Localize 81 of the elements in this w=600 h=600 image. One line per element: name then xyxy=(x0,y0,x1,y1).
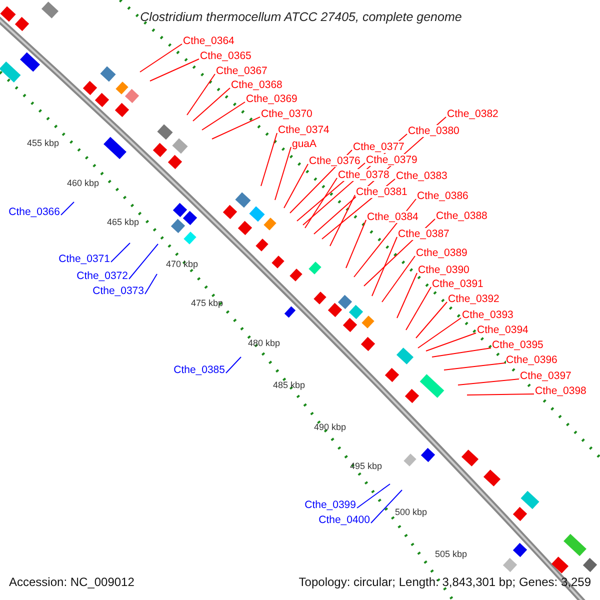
scale-tick-label: 460 kbp xyxy=(67,178,100,189)
gene-label: Cthe_0395 xyxy=(492,339,544,351)
leader-line xyxy=(226,356,242,374)
leader-line xyxy=(284,164,308,208)
scale-tick-label: 490 kbp xyxy=(314,422,346,433)
leader-line xyxy=(396,272,418,318)
leader-line xyxy=(150,58,200,82)
leader-line xyxy=(192,88,230,122)
gene-label: Cthe_0387 xyxy=(398,228,450,240)
scale-tick-label: 505 kbp xyxy=(435,549,468,560)
footer-text: Topology: circular; Length: 3,843,301 bp; Genes: 3,259 xyxy=(298,575,591,589)
scale-tick-label: 470 kbp xyxy=(166,259,198,270)
gene-label: Cthe_0378 xyxy=(338,169,390,181)
gene-label: Cthe_0400 xyxy=(318,514,370,526)
leader-line xyxy=(110,242,130,262)
leader-line xyxy=(418,318,462,348)
leader-line xyxy=(140,44,182,72)
gene-label: Cthe_0379 xyxy=(366,154,418,166)
leader-line xyxy=(406,286,432,330)
diagram-title: Clostridium thermocellum ATCC 27405, complete genome xyxy=(139,11,463,23)
scale-tick-label: 480 kbp xyxy=(248,338,280,349)
leader-line xyxy=(212,116,260,140)
gene-label: Cthe_0364 xyxy=(183,35,234,47)
gene-label: Cthe_0382 xyxy=(447,108,498,120)
leader-line xyxy=(458,378,520,386)
leader-line xyxy=(304,178,338,228)
gene-label: Cthe_0396 xyxy=(506,354,558,366)
leader-line xyxy=(260,132,278,186)
gene-label: Cthe_0367 xyxy=(216,65,268,77)
scale-tick-label: 475 kbp xyxy=(191,298,224,309)
leader-line xyxy=(370,490,402,524)
leader-line xyxy=(274,146,292,200)
leader-line xyxy=(144,274,158,294)
gene-label: Cthe_0392 xyxy=(448,293,500,305)
gene-label: Cthe_0393 xyxy=(462,309,514,321)
leader-line xyxy=(382,256,416,302)
gene-label: Cthe_0390 xyxy=(418,264,470,276)
scale-tick-label: 465 kbp xyxy=(107,217,140,228)
leader-line xyxy=(426,332,476,352)
gene-label: guaA xyxy=(292,138,317,150)
gene-label: Cthe_0374 xyxy=(278,124,330,136)
gene-label: Cthe_0372 xyxy=(76,270,128,282)
gene-label: Cthe_0370 xyxy=(261,108,312,120)
gene-label: Cthe_0397 xyxy=(520,370,572,382)
gene-label: Cthe_0394 xyxy=(477,324,528,336)
gene-label: Cthe_0380 xyxy=(408,125,460,137)
gene-label: Cthe_0381 xyxy=(356,186,408,198)
gene-label: Cthe_0369 xyxy=(246,93,298,105)
gene-label: Cthe_0385 xyxy=(174,364,225,376)
scale-tick-label: 455 kbp xyxy=(27,138,60,149)
leader-line xyxy=(416,302,448,338)
gene-label: Cthe_0384 xyxy=(367,211,418,223)
leader-line xyxy=(128,244,158,280)
gene-label: Cthe_0391 xyxy=(432,278,484,290)
gene-label: Cthe_0388 xyxy=(436,210,488,222)
gene-label: Cthe_0386 xyxy=(417,190,468,202)
scale-tick-label: 485 kbp xyxy=(273,380,306,391)
scale-tick-label: 500 kbp xyxy=(395,507,428,518)
leader-line xyxy=(60,202,74,216)
leader-line xyxy=(444,362,506,370)
gene-label: Cthe_0398 xyxy=(535,385,586,397)
leader-line xyxy=(432,348,492,358)
gene-label: Cthe_0399 xyxy=(304,499,356,511)
gene-label: Cthe_0377 xyxy=(353,141,404,153)
leader-line xyxy=(356,484,390,508)
leader-line xyxy=(372,236,398,296)
gene-label: Cthe_0371 xyxy=(58,253,110,265)
leader-line xyxy=(346,220,366,268)
leader-line xyxy=(186,74,216,116)
leader-line xyxy=(202,102,246,130)
gene-label: Cthe_0366 xyxy=(8,206,60,218)
gene-label: Cthe_0376 xyxy=(309,155,360,167)
gene-label: Cthe_0389 xyxy=(416,247,468,259)
gene-label: Cthe_0383 xyxy=(396,170,448,182)
scale-tick-label: 495 kbp xyxy=(350,461,382,472)
gene-label: Cthe_0373 xyxy=(92,285,144,297)
footer-text: Accession: NC_009012 xyxy=(9,575,134,589)
leader-line xyxy=(466,394,534,396)
leader-line xyxy=(330,194,356,246)
gene-label: Cthe_0368 xyxy=(231,79,282,91)
gene-label: Cthe_0365 xyxy=(200,50,252,62)
